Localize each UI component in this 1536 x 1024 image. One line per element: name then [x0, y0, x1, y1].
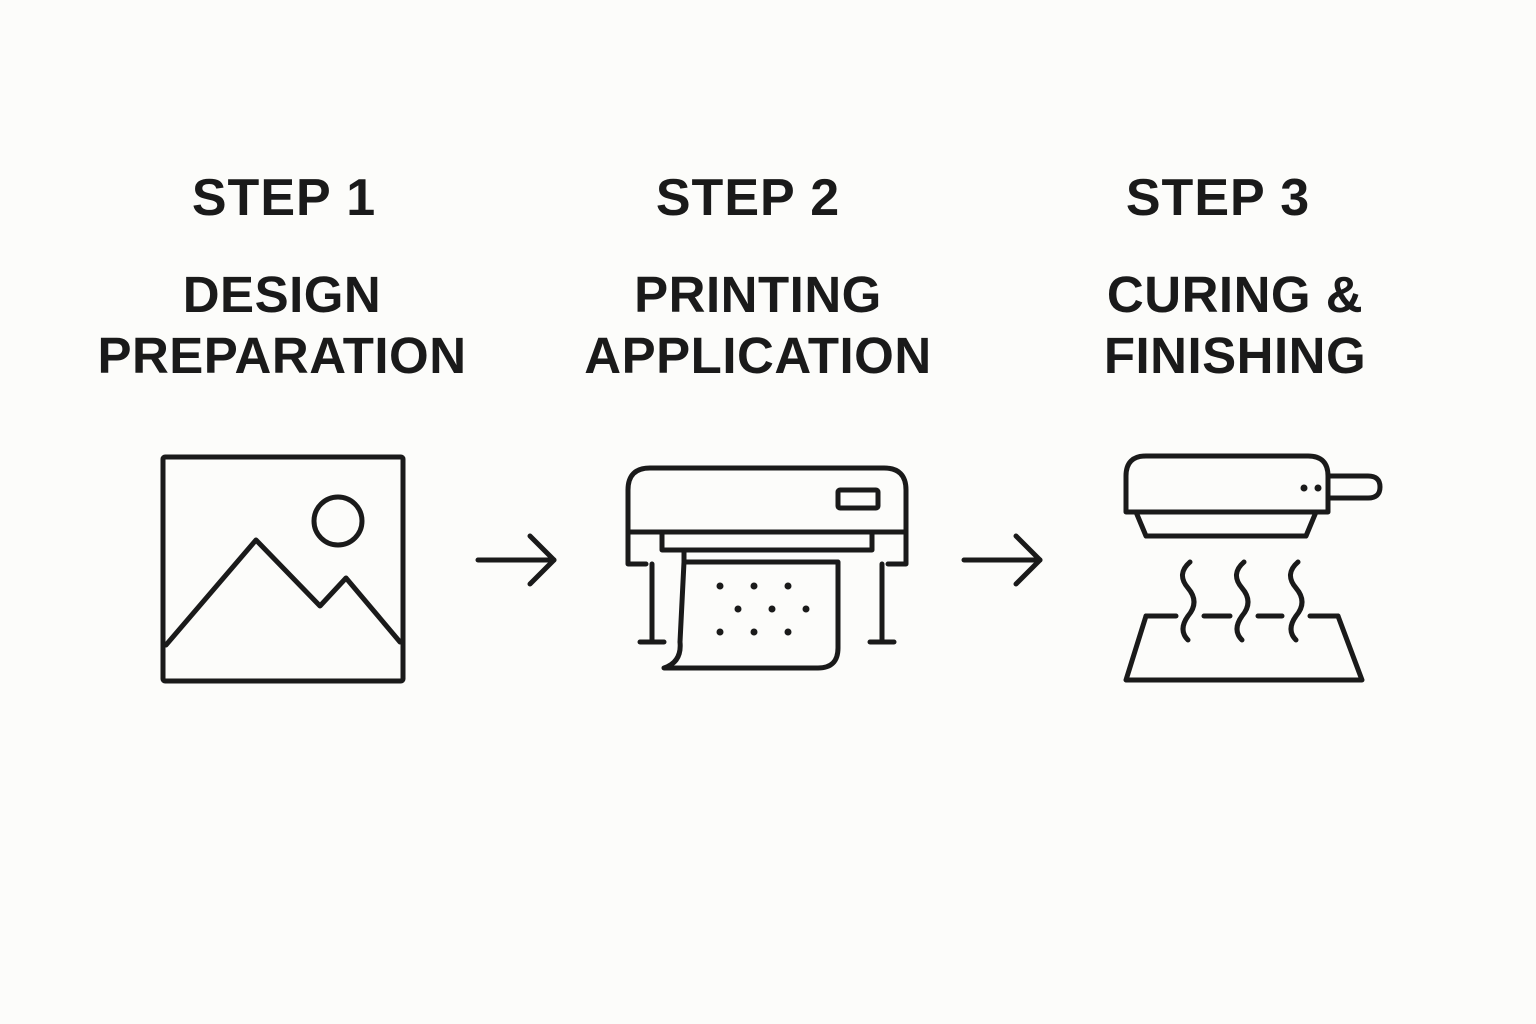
step-2-label: STEP 2 [655, 169, 841, 227]
image-icon [160, 454, 406, 684]
step-3-title: CURING & FINISHING [1015, 264, 1455, 386]
step-3-title-line-1: CURING & [1106, 266, 1364, 323]
step-1-label: STEP 1 [191, 169, 377, 227]
step-1-title: DESIGN PREPARATION [62, 264, 502, 386]
step-2-title-line-2: APPLICATION [584, 327, 932, 384]
printer-icon [625, 465, 909, 671]
step-1-title-line-1: DESIGN [182, 266, 382, 323]
arrow-right-icon [961, 533, 1043, 587]
step-2-title-line-1: PRINTING [634, 266, 882, 323]
step-3-title-line-2: FINISHING [1103, 327, 1367, 384]
step-2-title: PRINTING APPLICATION [538, 264, 978, 386]
heat-press-icon [1123, 453, 1383, 683]
step-1-title-line-2: PREPARATION [97, 327, 467, 384]
step-3-label: STEP 3 [1125, 169, 1311, 227]
arrow-right-icon [475, 533, 557, 587]
